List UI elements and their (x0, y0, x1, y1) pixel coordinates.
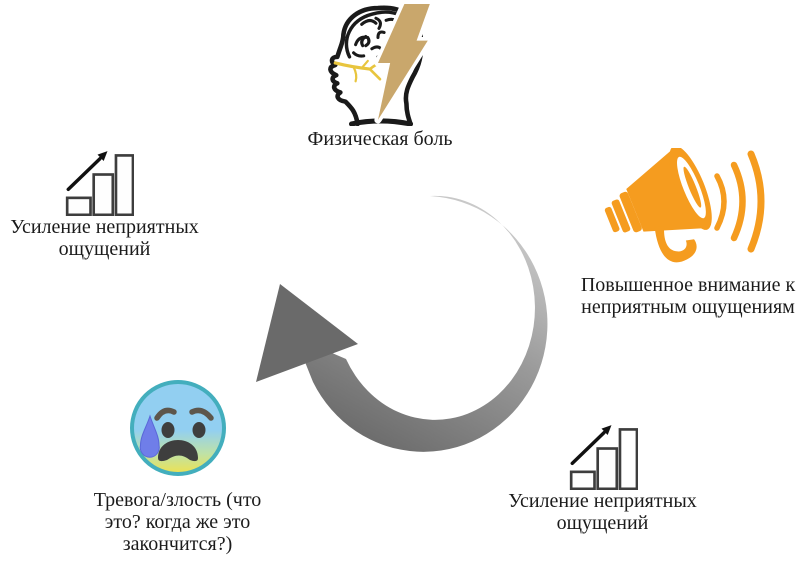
anxiety-label: Тревога/злость (что это? когда же это за… (85, 489, 270, 555)
node-increased-attention: Повышенное внимание к неприятным ощущени… (578, 148, 798, 318)
intensify-left-label: Усиление неприятных ощущений (2, 216, 207, 260)
intensify-left-line: Усиление неприятных (10, 216, 199, 238)
lightning-bolt (377, 4, 430, 120)
worried-brows (153, 407, 214, 421)
attention-label-line: Повышенное внимание к (580, 274, 796, 296)
node-physical-pain: Физическая боль (280, 4, 480, 150)
up-arrow (66, 151, 108, 192)
pain-label-line: Физическая боль (307, 128, 453, 150)
cycle-arrow (256, 195, 548, 452)
anxiety-label-line: это? когда же это (104, 511, 251, 533)
brain-lightning-icon (328, 4, 434, 126)
sweat-drop (139, 414, 160, 458)
eyes (161, 422, 205, 438)
sound-waves (714, 150, 765, 253)
node-intensified-sensations-left: Усиление неприятных ощущений (2, 150, 207, 260)
cycle-arrow-body (295, 195, 548, 452)
rising-bars-icon (569, 425, 638, 490)
node-intensified-sensations-right: Усиление неприятных ощущений (500, 424, 705, 534)
intensify-right-line: ощущений (556, 512, 649, 534)
node-anxiety-anger: Тревога/злость (что это? когда же это за… (85, 378, 270, 555)
open-frown-mouth (157, 440, 198, 462)
pain-label: Физическая боль (280, 128, 480, 150)
cycle-arrow-head (256, 284, 358, 382)
attention-label: Повышенное внимание к неприятным ощущени… (578, 274, 798, 318)
anxiety-label-line: закончится?) (122, 533, 233, 555)
anxious-face-icon (129, 380, 226, 476)
anxiety-label-line: Тревога/злость (что (93, 489, 262, 511)
megaphone-icon (604, 148, 765, 263)
intensify-right-line: Усиление неприятных (508, 490, 697, 512)
rising-bars-icon (65, 151, 134, 216)
intensify-right-label: Усиление неприятных ощущений (500, 490, 705, 534)
attention-label-line: неприятным ощущениям (581, 296, 795, 318)
up-arrow (570, 425, 611, 466)
intensify-left-line: ощущений (58, 238, 151, 260)
